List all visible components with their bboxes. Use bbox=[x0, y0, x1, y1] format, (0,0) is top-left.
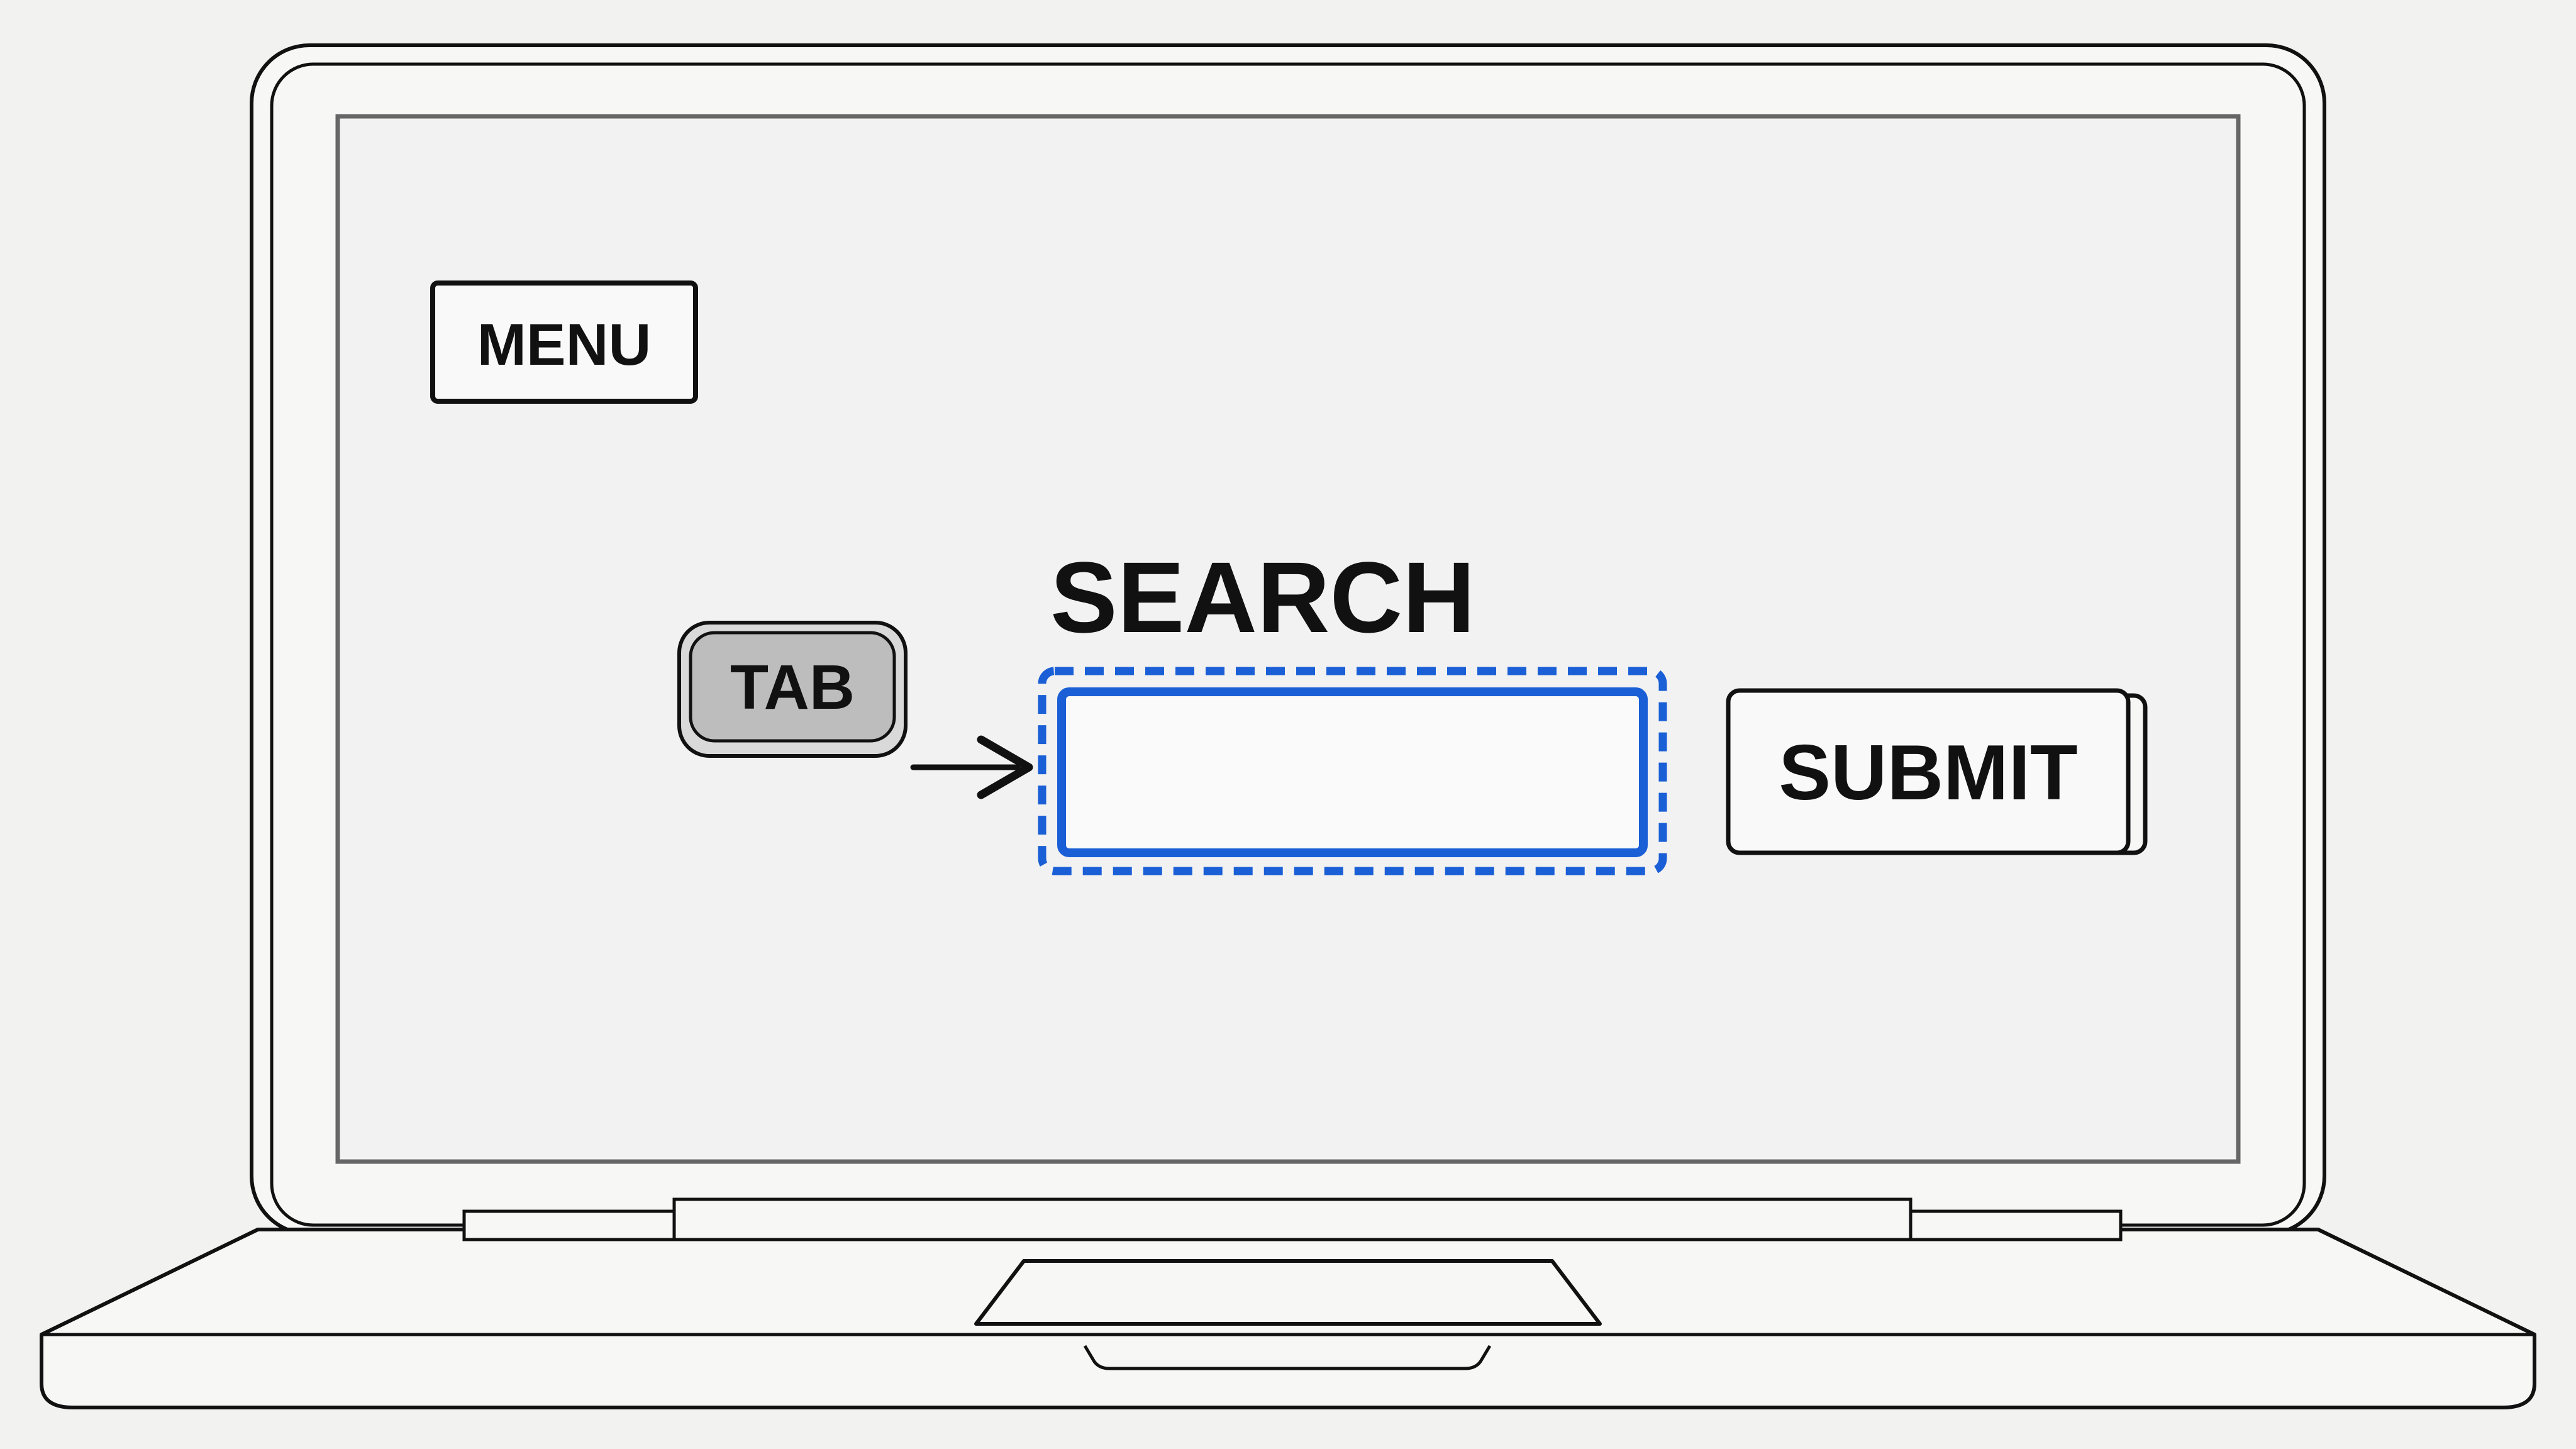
focus-ring bbox=[1038, 667, 1667, 875]
laptop-hinge-right bbox=[1909, 1209, 2123, 1241]
tab-key-icon: TAB bbox=[677, 621, 908, 758]
laptop-trackpad bbox=[974, 1259, 1602, 1326]
search-heading: SEARCH bbox=[1050, 541, 1475, 653]
submit-button-label: SUBMIT bbox=[1779, 730, 2077, 816]
menu-button[interactable]: MENU bbox=[430, 280, 698, 404]
submit-button[interactable]: SUBMIT bbox=[1726, 688, 2148, 855]
tab-key-label: TAB bbox=[730, 652, 855, 723]
search-input[interactable] bbox=[1057, 687, 1648, 857]
arrow-right-icon bbox=[910, 735, 1033, 799]
laptop-hinge-left bbox=[462, 1209, 676, 1241]
laptop-hinge bbox=[672, 1197, 1913, 1241]
laptop-front-notch bbox=[1083, 1345, 1492, 1370]
menu-button-label: MENU bbox=[477, 311, 652, 377]
